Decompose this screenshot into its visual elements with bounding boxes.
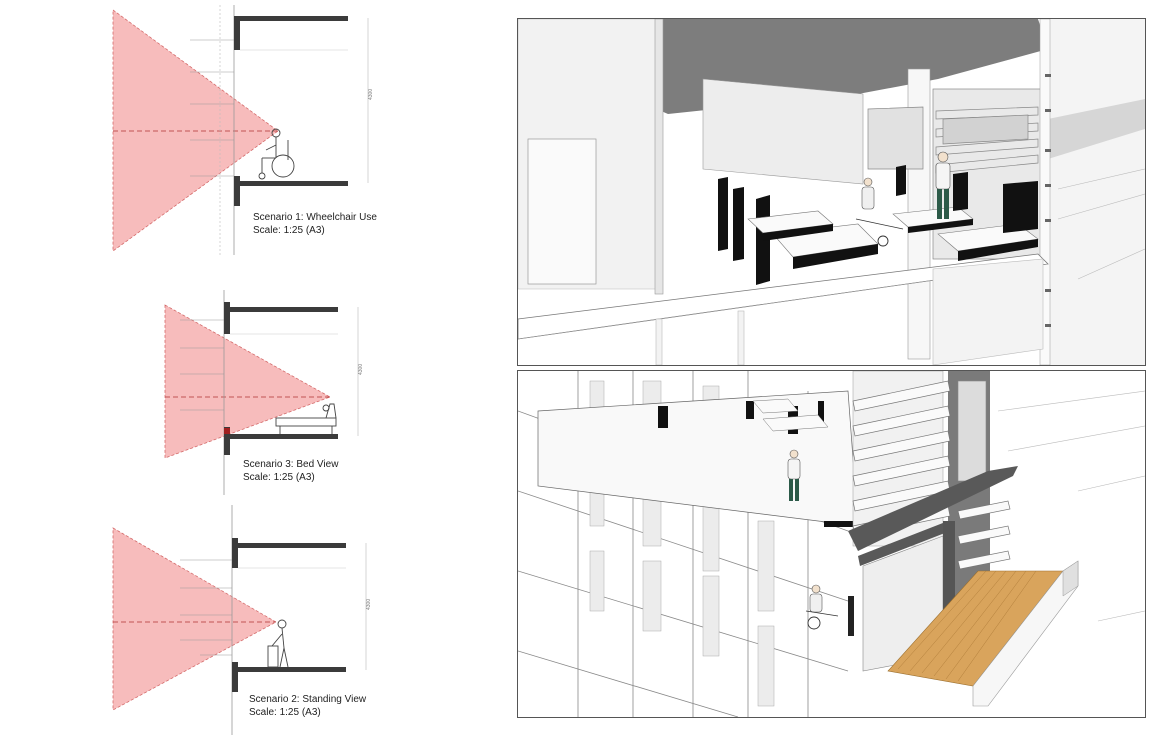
sight-cone: [112, 9, 279, 252]
dimension-label: 4300: [368, 89, 374, 100]
section-standing: 4300: [112, 505, 372, 735]
section-scale: Scale: 1:25 (A3): [243, 472, 315, 483]
section-caption-standing: Scenario 2: Standing View Scale: 1:25 (A…: [249, 693, 366, 719]
staff-figure: [935, 151, 951, 219]
sight-cone: [164, 304, 331, 459]
staff-figure: [787, 449, 801, 501]
lower-slab: [232, 667, 346, 672]
wheelchair-user-figure: [855, 177, 904, 247]
section-wheelchair: 4300: [112, 5, 374, 255]
upper-slab: [224, 307, 338, 312]
sight-cone: [112, 527, 277, 711]
section-diagrams: 4300: [112, 5, 374, 735]
interior-perspective-view: [517, 18, 1146, 366]
lower-slab: [224, 434, 338, 439]
section-title: Scenario 3: Bed View: [243, 459, 339, 470]
dimension-label: 4300: [366, 599, 372, 610]
section-title: Scenario 1: Wheelchair Use: [253, 212, 377, 223]
facade-louvres: [852, 380, 1011, 570]
standing-figure: [267, 619, 289, 668]
ward-beds: [718, 165, 1039, 285]
bed-figure: [275, 403, 337, 434]
section-bed: 4300: [164, 290, 364, 495]
section-caption-wheelchair: Scenario 1: Wheelchair Use Scale: 1:25 (…: [253, 211, 377, 237]
upper-slab: [232, 543, 346, 548]
slab-overhang: [848, 466, 1018, 551]
section-scale: Scale: 1:25 (A3): [253, 225, 325, 236]
section-caption-bed: Scenario 3: Bed View Scale: 1:25 (A3): [243, 458, 338, 484]
partition-wall: [702, 78, 864, 185]
lower-slab: [234, 181, 348, 186]
wheelchair-figure: [258, 128, 295, 180]
section-title: Scenario 2: Standing View: [249, 694, 367, 705]
upper-slab: [234, 16, 348, 21]
dimension-label: 4300: [358, 364, 364, 375]
section-scale: Scale: 1:25 (A3): [249, 707, 321, 718]
wheelchair-user-figure: [805, 584, 839, 630]
facade-perspective-view: [517, 370, 1146, 718]
